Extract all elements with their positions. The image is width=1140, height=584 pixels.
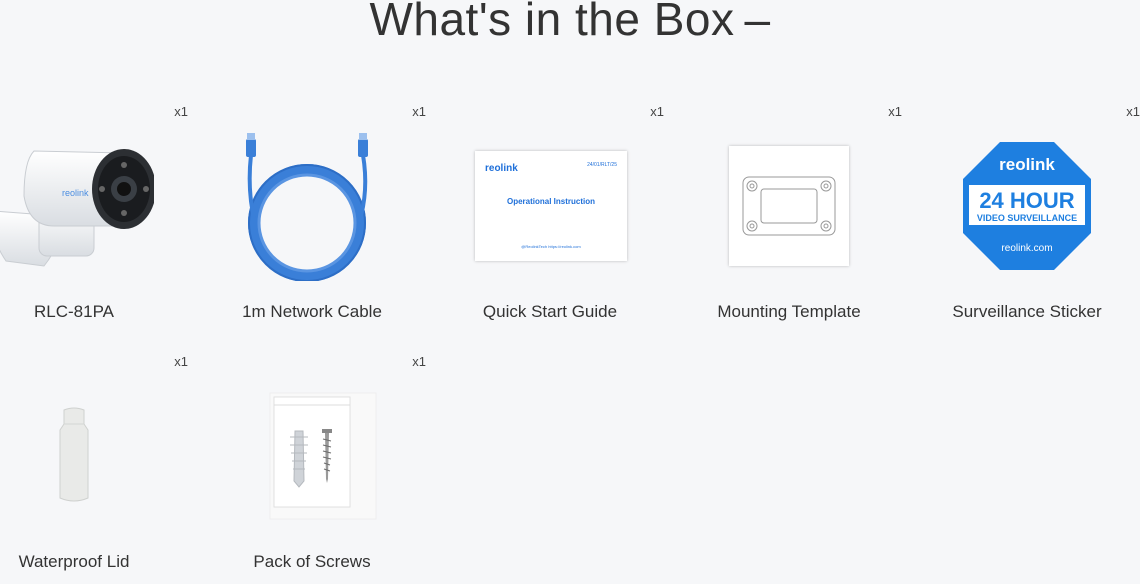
svg-text:reolink: reolink xyxy=(62,188,89,198)
item-label: Waterproof Lid xyxy=(18,552,130,571)
guide-heading: Operational Instruction xyxy=(506,197,595,206)
page-title: What's in the Box– xyxy=(0,0,1140,46)
quantity-label: x1 xyxy=(412,354,426,369)
box-item-mounting-template: x1 Mounting Template xyxy=(664,104,902,334)
item-label: RLC-81PA xyxy=(34,302,114,321)
box-item-camera: x1 reolink RLC-81PA xyxy=(0,104,188,334)
box-item-quick-start-guide: x1 reolink 24/01/RLT/25 Operational Inst… xyxy=(426,104,664,334)
box-item-network-cable: x1 1m Network Cable xyxy=(188,104,426,334)
waterproof-lid-image xyxy=(0,376,148,536)
sticker-subtext: VIDEO SURVEILLANCE xyxy=(977,213,1077,223)
guide-date: 24/01/RLT/25 xyxy=(587,162,617,168)
item-label: Mounting Template xyxy=(717,302,861,321)
item-label: 1m Network Cable xyxy=(242,302,382,321)
quantity-label: x1 xyxy=(174,104,188,119)
quick-start-guide-image: reolink 24/01/RLT/25 Operational Instruc… xyxy=(475,126,627,286)
box-item-screws-pack: x1 Pack of Screws xyxy=(188,354,426,584)
guide-footer: @ReolinkTech https://reolink.com xyxy=(521,244,581,249)
box-item-waterproof-lid: x1 Waterproof Lid xyxy=(0,354,188,584)
quantity-label: x1 xyxy=(174,354,188,369)
network-cable-image xyxy=(188,126,426,286)
sticker-big-text: 24 HOUR xyxy=(979,188,1074,213)
title-dash: – xyxy=(744,0,771,45)
guide-logo: reolink xyxy=(485,163,518,174)
item-label: Quick Start Guide xyxy=(482,302,618,321)
mounting-template-image xyxy=(729,126,849,286)
surveillance-sticker-image: reolink 24 HOUR VIDEO SURVEILLANCE reoli… xyxy=(952,126,1102,286)
sticker-site: reolink.com xyxy=(1001,243,1052,254)
sticker-logo: reolink xyxy=(999,155,1055,174)
item-label: Pack of Screws xyxy=(253,552,371,571)
title-text: What's in the Box xyxy=(369,0,735,45)
quantity-label: x1 xyxy=(888,104,902,119)
screws-pack-image xyxy=(268,376,378,536)
item-label: Surveillance Sticker xyxy=(952,302,1102,321)
quantity-label: x1 xyxy=(650,104,664,119)
quantity-label: x1 xyxy=(1126,104,1140,119)
camera-image: reolink xyxy=(0,126,188,286)
quantity-label: x1 xyxy=(412,104,426,119)
box-item-surveillance-sticker: x1 reolink 24 HOUR VIDEO SURVEILLANCE re… xyxy=(902,104,1140,334)
